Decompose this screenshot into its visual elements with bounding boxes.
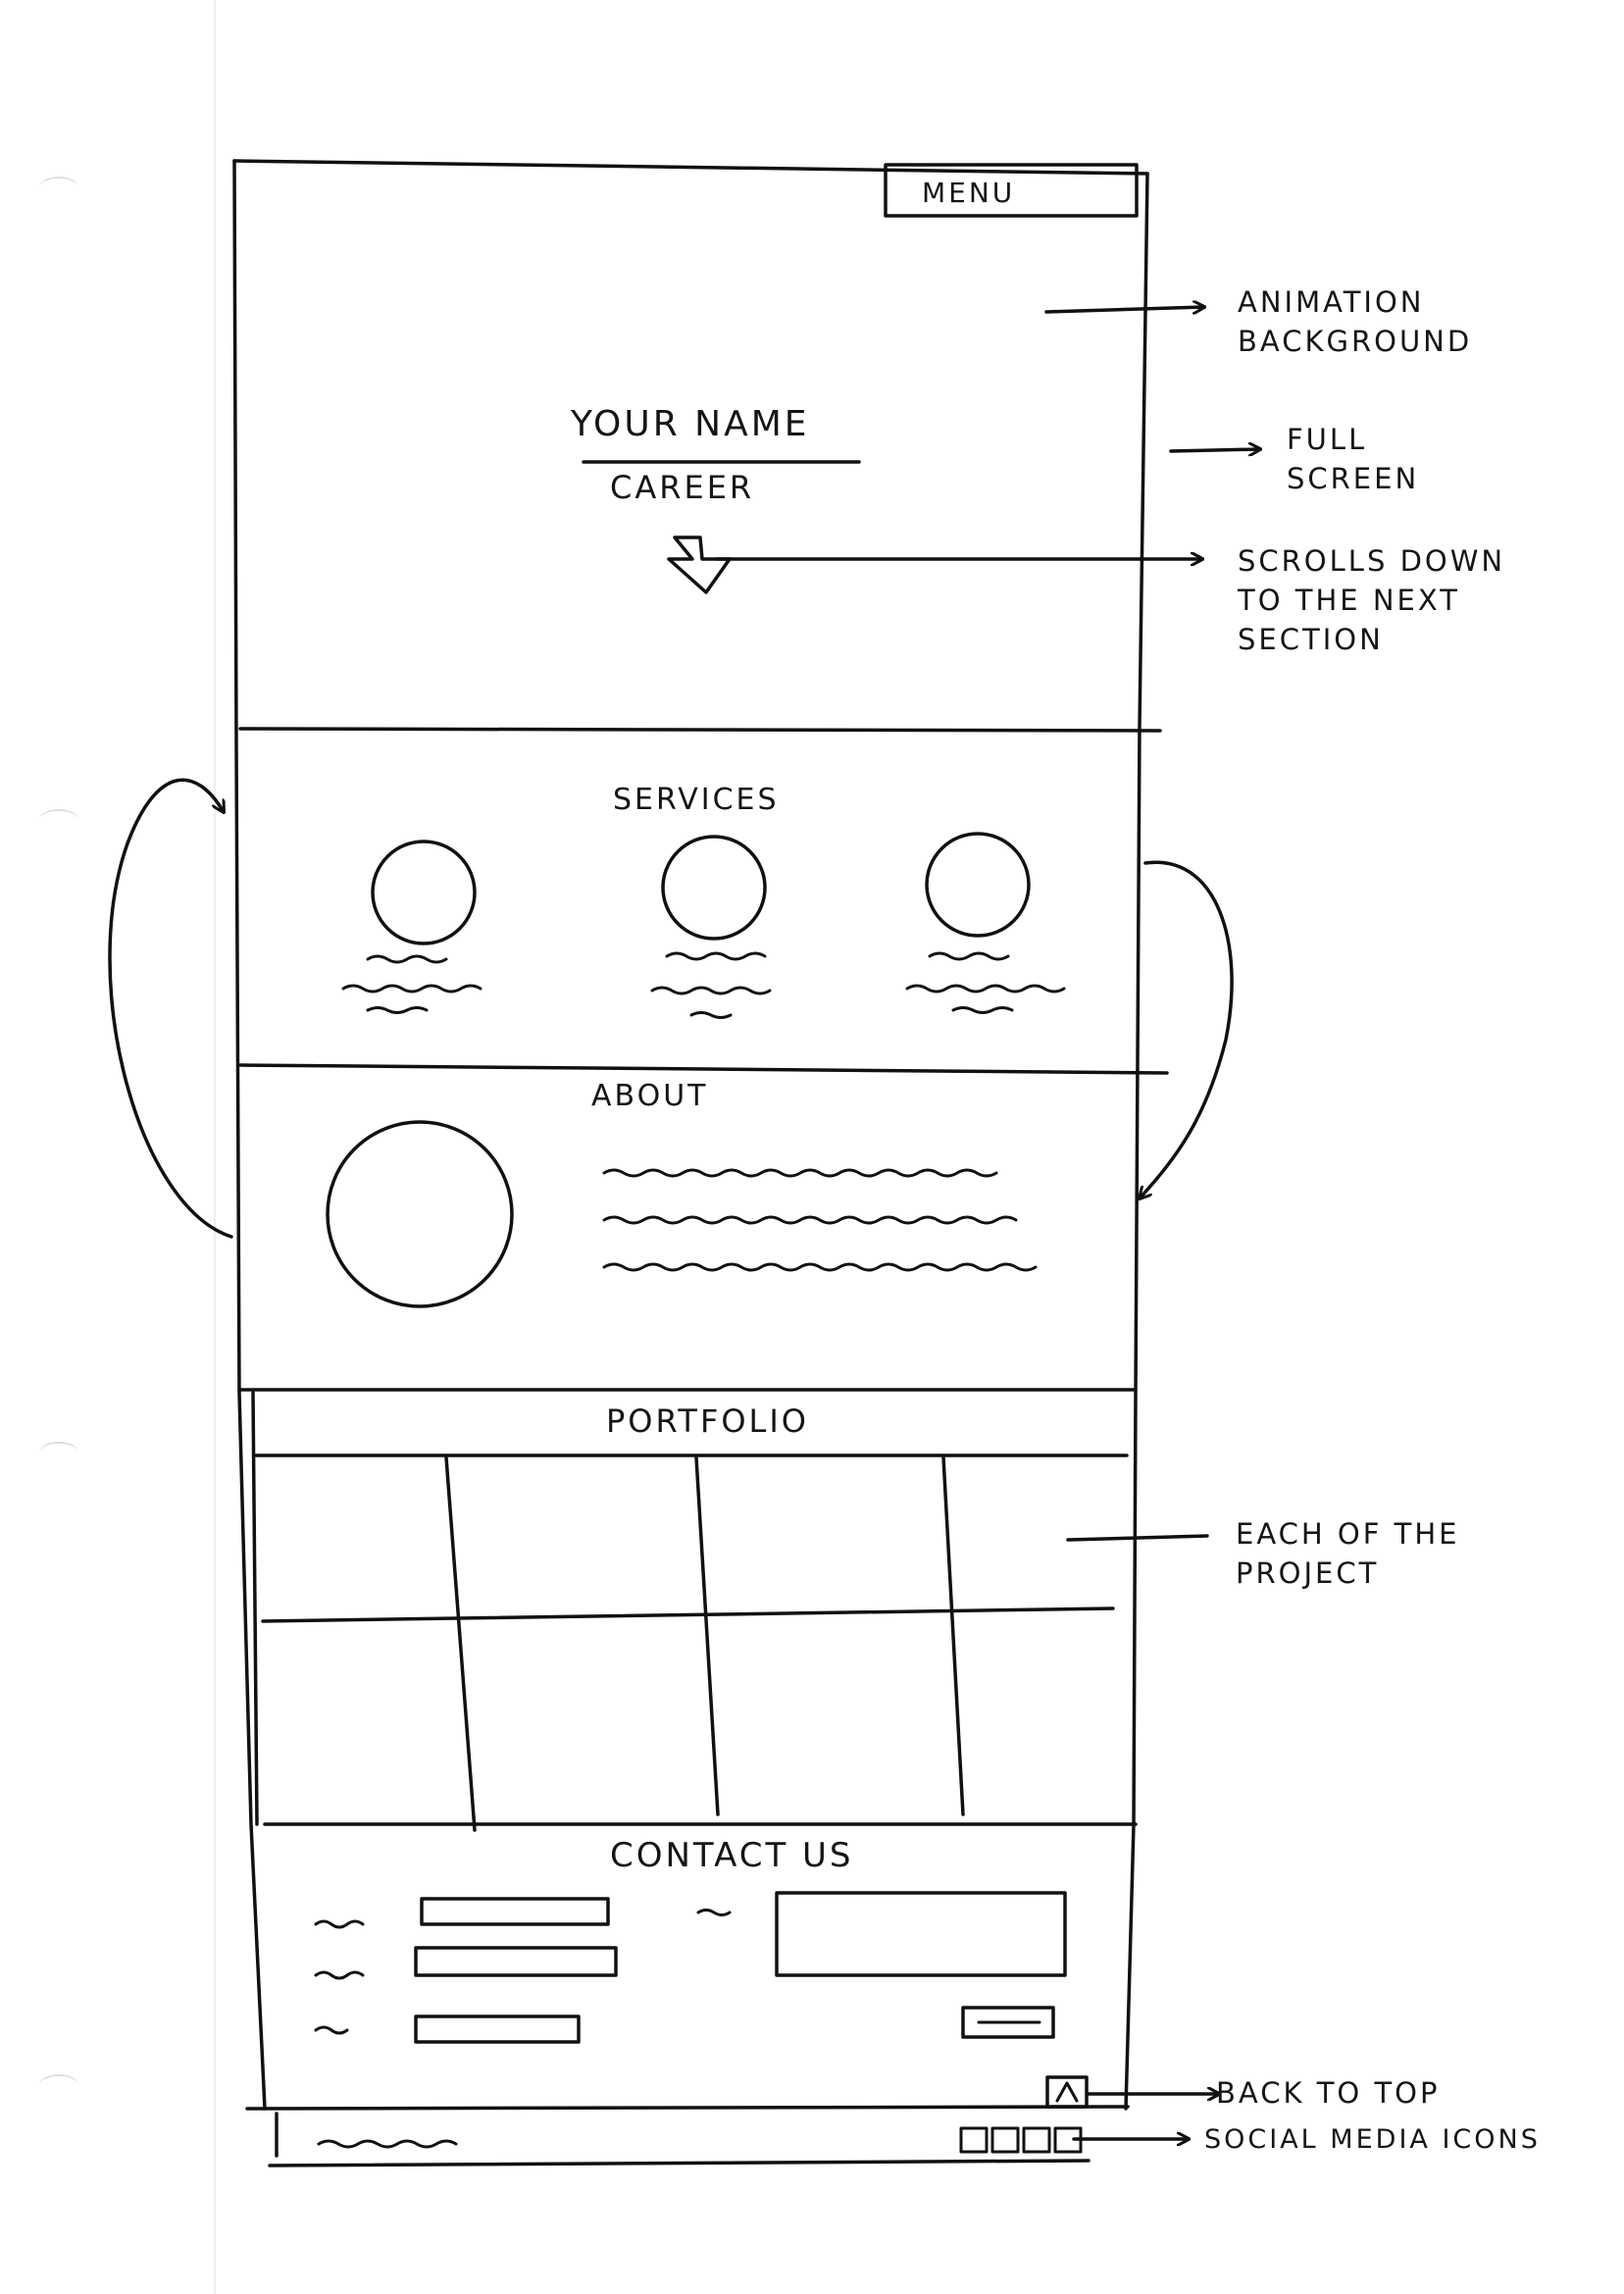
contact-field-labels [314,1909,732,2035]
about-photo-circle [326,1120,514,1308]
service-icon-circle [661,835,767,941]
annotation-arrow [1066,1534,1209,1542]
hero-name: YOUR NAME [571,404,810,444]
portfolio-left-edge [251,1391,259,1826]
swap-curve-left [108,778,233,1239]
portfolio-title: PORTFOLIO [606,1402,809,1440]
contact-input-field [414,1946,618,1977]
about-title: ABOUT [591,1079,709,1113]
service-icon-circle [371,840,477,945]
footer-bottom-line [268,2159,1091,2167]
social-media-icons [959,2126,1083,2154]
punch-hole [39,1442,78,1463]
paper-margin [214,0,216,2294]
punch-hole [39,809,78,831]
annotation-animation-background: ANIMATION BACKGROUND [1238,285,1473,358]
services-divider [238,1063,1169,1075]
footer-text-squiggle [317,2139,458,2149]
annotation-full-screen: FULL SCREEN [1287,423,1420,495]
menu-box [884,163,1139,218]
page-frame-top [232,159,1149,176]
portfolio-grid-col [444,1455,477,1832]
hero-divider [238,727,1162,733]
swap-curve-right [1140,860,1234,1198]
punch-hole [39,177,78,198]
contact-input-field [414,2014,581,2044]
page-frame-right [1124,172,1149,2111]
contact-input-field [420,1897,610,1926]
page-frame-left [232,159,267,2111]
services-title: SERVICES [613,783,780,817]
menu-button[interactable]: MENU [922,177,1016,209]
contact-title: CONTACT US [610,1836,854,1875]
back-to-top-icon [1055,2081,1079,2103]
service-text-squiggles [341,951,1066,1019]
scroll-down-arrow [667,535,732,594]
service-icon-circle [925,832,1031,938]
annotation-arrow [1169,449,1260,451]
hero-career: CAREER [610,469,755,506]
annotation-back-to-top: BACK TO TOP [1216,2076,1441,2110]
contact-message-textarea [775,1891,1067,1977]
portfolio-grid-col [694,1455,720,1816]
annotation-scrolls-down: SCROLLS DOWN TO THE NEXT SECTION [1238,544,1506,656]
portfolio-grid-middle [261,1606,1115,1623]
annotation-social-media-icons: SOCIAL MEDIA ICONS [1204,2124,1541,2155]
punch-hole [39,2074,78,2096]
portfolio-grid-col [941,1455,965,1816]
annotation-arrow [1044,307,1204,312]
annotation-each-project: EACH OF THE PROJECT [1236,1517,1460,1590]
about-text-squiggles [602,1168,1038,1272]
contact-submit-button [961,2006,1055,2039]
footer-top-line [245,2105,1130,2111]
